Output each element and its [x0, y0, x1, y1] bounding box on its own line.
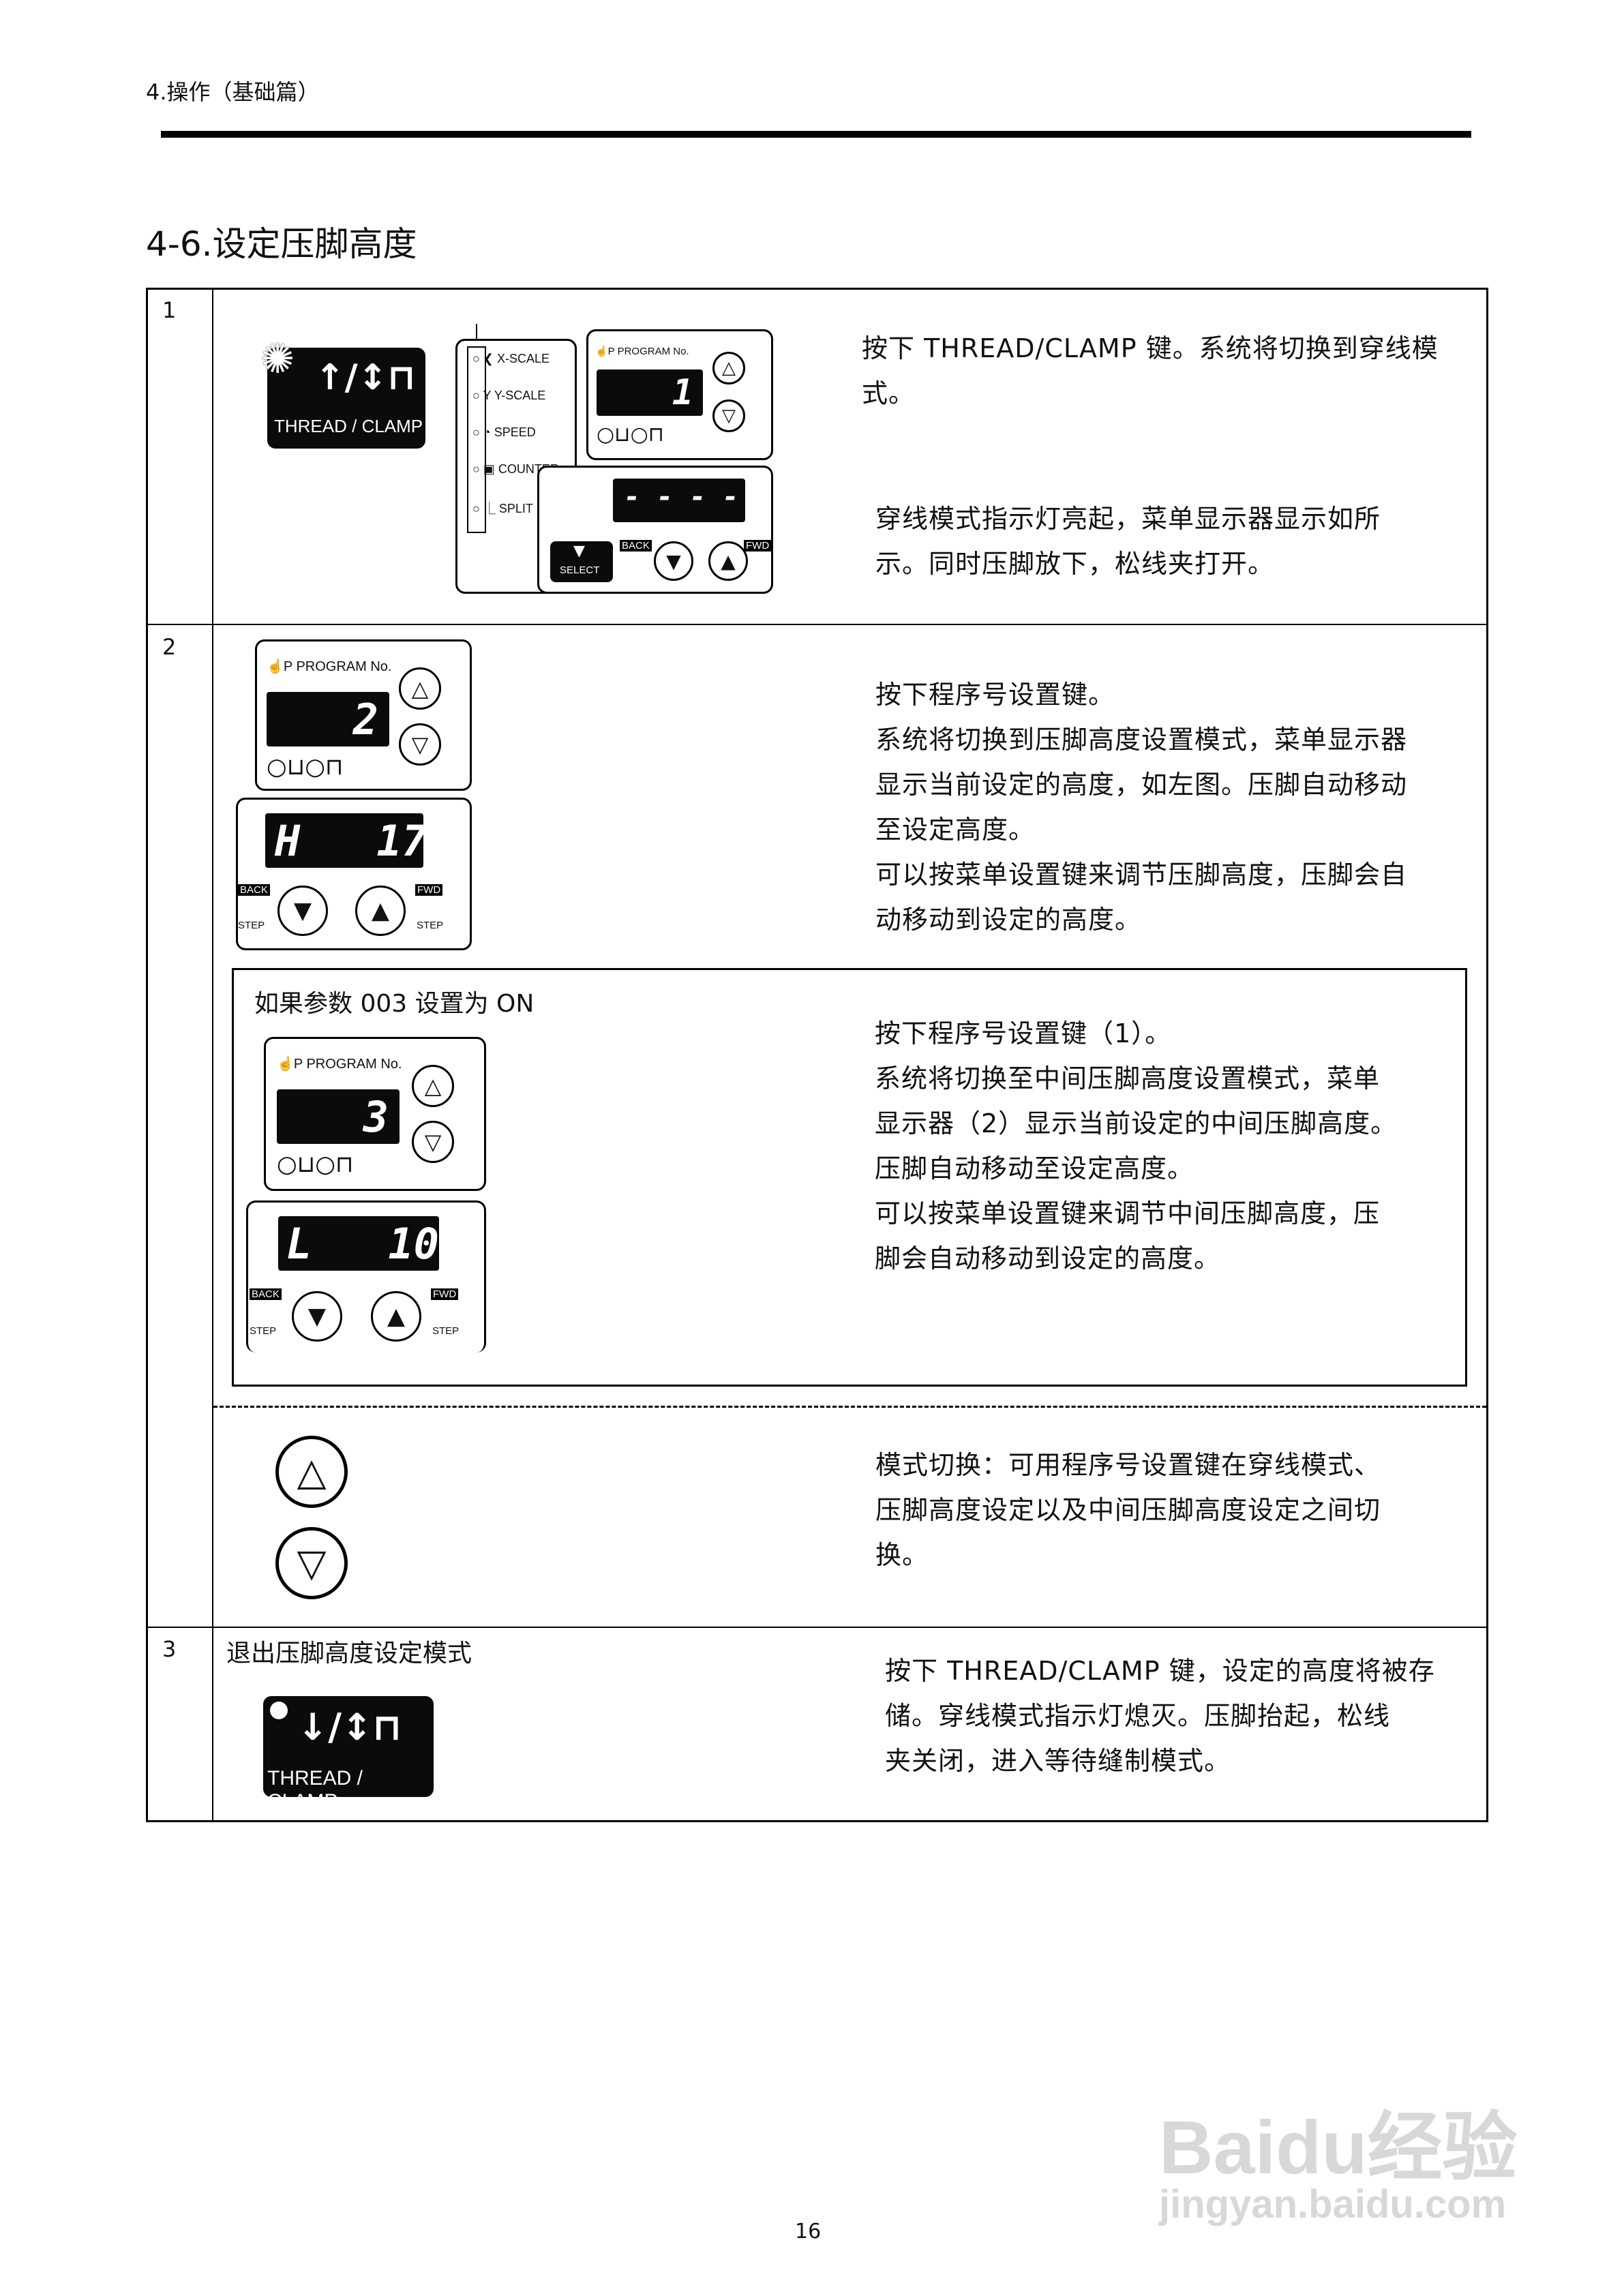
back-step-button[interactable]: ▼ [277, 886, 328, 936]
note-desc: 按下程序号设置键（1）。系统将切换至中间压脚高度设置模式，菜单显示器（2）显示当… [875, 1018, 1398, 1273]
page-number: 16 [795, 2220, 822, 2244]
select-button[interactable]: ▼ SELECT [550, 541, 613, 582]
watermark-url: jingyan.baidu.com [1159, 2182, 1507, 2226]
menu-item-speed: ○ ◔ SPEED [472, 425, 536, 439]
dashed-separator [213, 1406, 1486, 1408]
key-label: THREAD / CLAMP [267, 1767, 363, 1813]
back-step-button[interactable]: ▼ [292, 1291, 342, 1342]
menu-item-x-scale: ○ ❮ X-SCALE [472, 352, 550, 365]
thread-clamp-symbol-icon: ↓/↕⊓ [297, 1706, 402, 1749]
program-down-button[interactable]: ▽ [712, 399, 745, 432]
fwd-step-button[interactable]: ▲ [355, 886, 406, 936]
row-number: 1 [162, 297, 177, 323]
mode-icons: ○⊔○⊓ [597, 423, 665, 447]
note-caption: 如果参数 003 设置为 ON [254, 990, 535, 1018]
mode-icons: ○⊔○⊓ [277, 1151, 354, 1178]
menu-display-panel: - - - - ▼ SELECT ▼ ▲ BACK FWD [537, 466, 773, 594]
thread-clamp-key[interactable]: ↓/↕⊓ THREAD / CLAMP [263, 1696, 434, 1813]
thread-clamp-key[interactable]: ✺ ↑/↕⊓ THREAD / CLAMP [260, 335, 425, 449]
parameter-note-box: 如果参数 003 设置为 ON ☝P PROGRAM No. 3 △ ▽ ○⊔○… [232, 968, 1467, 1387]
row3-caption: 退出压脚高度设定模式 [226, 1640, 472, 1667]
mode-switch-desc: 模式切换：可用程序号设置键在穿线模式、压脚高度设定以及中间压脚高度设定之间切换。 [875, 1450, 1381, 1570]
program-up-button[interactable]: △ [275, 1436, 348, 1508]
program-no-label: ☝P PROGRAM No. [267, 659, 392, 674]
row1-desc-a: 按下 THREAD/CLAMP 键。系统将切换到穿线模式。 [862, 333, 1439, 408]
control-panel: ○ ❮ X-SCALE ○ Y Y-SCALE ○ ◔ SPEED ○ ▣ CO… [455, 324, 773, 594]
flashing-lamp-icon: ✺ [260, 335, 295, 383]
indicator-lamp-off-icon [270, 1702, 288, 1719]
menu-display-panel: L 10 BACK ▼ ▲ FWD STEP STEP [246, 1200, 486, 1353]
row1-desc-b: 穿线模式指示灯亮起，菜单显示器显示如所示。同时压脚放下，松线夹打开。 [875, 504, 1381, 579]
header-rule [161, 131, 1471, 138]
fwd-step-button[interactable]: ▲ [371, 1291, 421, 1342]
mode-icons: ○⊔○⊓ [267, 753, 344, 781]
menu-display: H 17 [265, 813, 427, 868]
program-up-button[interactable]: △ [412, 1065, 454, 1107]
key-label: THREAD / CLAMP [274, 416, 423, 436]
row3-desc: 按下 THREAD/CLAMP 键，设定的高度将被存储。穿线模式指示灯熄灭。压脚… [885, 1656, 1435, 1776]
program-no-panel: ☝P PROGRAM No. 2 △ ▽ ○⊔○⊓ [255, 639, 472, 791]
menu-item-y-scale: ○ Y Y-SCALE [472, 389, 546, 402]
program-down-button[interactable]: ▽ [399, 723, 441, 766]
program-down-button[interactable]: ▽ [275, 1527, 348, 1599]
program-up-button[interactable]: △ [399, 667, 441, 710]
program-display: 2 [267, 692, 389, 746]
row2-desc: 按下程序号设置键。系统将切换到压脚高度设置模式，菜单显示器显示当前设定的高度，如… [875, 680, 1408, 935]
program-up-button[interactable]: △ [712, 352, 745, 384]
menu-display: - - - - [613, 479, 745, 522]
thread-clamp-symbol-icon: ↑/↕⊓ [315, 357, 416, 398]
row-number: 2 [162, 634, 177, 660]
program-down-button[interactable]: ▽ [412, 1121, 454, 1163]
row-number: 3 [162, 1636, 177, 1662]
watermark-logo: Baidu经验 [1159, 2106, 1518, 2190]
menu-display: L 10 [278, 1216, 439, 1271]
pointer-line [476, 324, 477, 344]
program-no-panel: ☝P PROGRAM No. 1 △ ▽ ○⊔○⊓ [586, 329, 773, 460]
program-no-label: ☝P PROGRAM No. [595, 346, 689, 357]
menu-display-panel: H 17 BACK ▼ ▲ FWD STEP STEP [236, 798, 472, 950]
program-display: 3 [277, 1089, 400, 1144]
page-title: 4-6.设定压脚高度 [146, 224, 417, 264]
fwd-step-button[interactable]: ▲ [708, 541, 748, 581]
section-header: 4.操作（基础篇） [146, 79, 320, 105]
back-step-button[interactable]: ▼ [654, 541, 693, 581]
program-display: 1 [597, 369, 703, 416]
program-no-panel: ☝P PROGRAM No. 3 △ ▽ ○⊔○⊓ [264, 1037, 486, 1191]
